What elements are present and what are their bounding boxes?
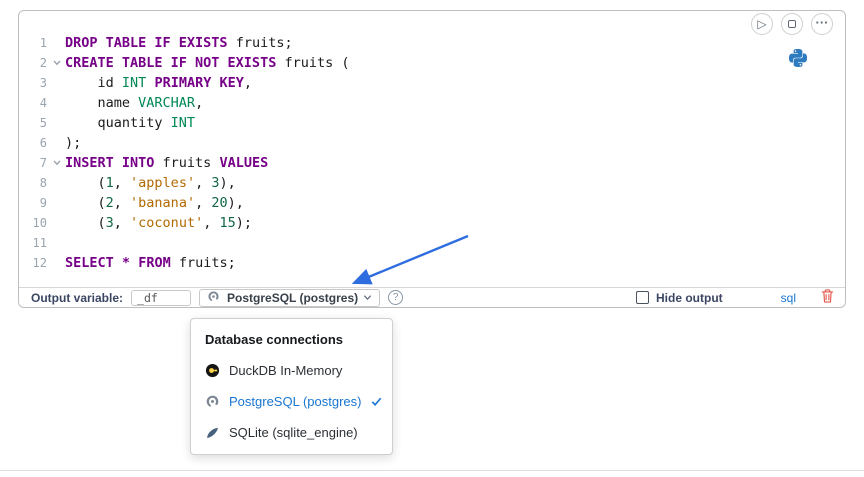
menu-item-label: PostgreSQL (postgres) xyxy=(229,394,362,409)
connection-selector-label: PostgreSQL (postgres) xyxy=(227,290,359,305)
line-number: 6 xyxy=(39,136,47,150)
code-text: name VARCHAR, xyxy=(65,95,204,111)
menu-item-sqlite[interactable]: SQLite (sqlite_engine) xyxy=(191,417,392,448)
hide-output-checkbox[interactable] xyxy=(636,291,649,304)
code-line: 7 INSERT INTO fruits VALUES xyxy=(19,153,845,173)
code-line: 2 CREATE TABLE IF NOT EXISTS fruits ( xyxy=(19,53,845,73)
more-actions-button[interactable]: ··· xyxy=(811,13,833,35)
stop-cell-button[interactable] xyxy=(781,13,803,35)
line-number: 2 xyxy=(39,56,47,70)
code-text: SELECT * FROM fruits; xyxy=(65,255,236,271)
code-line: 10 (3, 'coconut', 15); xyxy=(19,213,845,233)
code-text xyxy=(65,233,845,253)
line-number: 1 xyxy=(39,36,47,50)
code-text: DROP TABLE IF EXISTS fruits; xyxy=(65,35,293,51)
page-divider xyxy=(0,470,864,471)
code-editor[interactable]: 1 DROP TABLE IF EXISTS fruits; 2 CREATE TAB… xyxy=(19,11,845,287)
code-lines: 1 DROP TABLE IF EXISTS fruits; 2 CREATE TAB… xyxy=(19,33,845,273)
code-line: 8 (1, 'apples', 3), xyxy=(19,173,845,193)
output-variable-label: Output variable: xyxy=(31,290,124,305)
fold-spacer xyxy=(49,233,65,253)
code-text: quantity INT xyxy=(65,115,196,131)
menu-title: Database connections xyxy=(205,332,343,347)
line-number: 4 xyxy=(39,96,47,110)
fold-chevron-icon[interactable] xyxy=(49,53,65,73)
trash-icon xyxy=(820,288,835,307)
code-text: id INT PRIMARY KEY, xyxy=(65,75,252,91)
output-variable-input[interactable] xyxy=(131,289,192,306)
sql-cell: ▷ ··· 1 DROP TABLE IF EXISTS fruits; 2 CREA… xyxy=(18,10,846,308)
hide-output-label: Hide output xyxy=(656,290,723,305)
menu-item-label: SQLite (sqlite_engine) xyxy=(229,425,358,440)
chevron-down-icon xyxy=(363,293,372,302)
duckdb-icon xyxy=(205,363,220,378)
fold-spacer xyxy=(49,253,65,273)
menu-item-duckdb[interactable]: DuckDB In-Memory xyxy=(191,355,392,386)
run-cell-button[interactable]: ▷ xyxy=(751,13,773,35)
code-text: (2, 'banana', 20), xyxy=(65,195,244,211)
line-number: 12 xyxy=(32,256,47,270)
fold-spacer xyxy=(49,173,65,193)
delete-cell-button[interactable] xyxy=(820,288,835,307)
code-text: CREATE TABLE IF NOT EXISTS fruits ( xyxy=(65,55,350,71)
question-mark-icon: ? xyxy=(392,292,399,303)
code-text: INSERT INTO fruits VALUES xyxy=(65,155,269,171)
line-number: 7 xyxy=(39,156,47,170)
postgresql-icon xyxy=(205,394,220,409)
line-number: 9 xyxy=(39,196,47,210)
code-line: 9 (2, 'banana', 20), xyxy=(19,193,845,213)
play-icon: ▷ xyxy=(757,17,767,31)
fold-spacer xyxy=(49,113,65,133)
check-icon xyxy=(370,395,383,408)
cell-footer-toolbar: Output variable: PostgreSQL (postgres) ?… xyxy=(19,287,845,307)
code-line: 5 quantity INT xyxy=(19,113,845,133)
code-line: 4 name VARCHAR, xyxy=(19,93,845,113)
help-button[interactable]: ? xyxy=(388,290,404,305)
line-number: 10 xyxy=(32,216,47,230)
connection-selector-button[interactable]: PostgreSQL (postgres) xyxy=(199,288,381,307)
code-text: (1, 'apples', 3), xyxy=(65,175,236,191)
fold-spacer xyxy=(49,73,65,93)
line-number: 3 xyxy=(39,76,47,90)
line-number: 5 xyxy=(39,116,47,130)
sqlite-icon xyxy=(205,425,220,440)
fold-spacer xyxy=(49,93,65,113)
menu-item-label: DuckDB In-Memory xyxy=(229,363,343,378)
fold-spacer xyxy=(49,33,65,53)
code-line: 3 id INT PRIMARY KEY, xyxy=(19,73,845,93)
fold-spacer xyxy=(49,193,65,213)
code-line: 6); xyxy=(19,133,845,153)
python-kernel-icon xyxy=(788,49,808,67)
stop-icon xyxy=(788,20,796,28)
cell-action-toolbar: ▷ ··· xyxy=(751,13,833,35)
footer-right-group: Hide output sql xyxy=(636,288,835,307)
code-line: 11 xyxy=(19,233,845,253)
menu-item-postgresql[interactable]: PostgreSQL (postgres) xyxy=(191,386,392,417)
code-text: ); xyxy=(65,135,82,151)
code-line: 12 SELECT * FROM fruits; xyxy=(19,253,845,273)
line-number: 11 xyxy=(32,236,47,250)
line-number: 8 xyxy=(39,176,47,190)
postgresql-icon xyxy=(207,290,222,305)
fold-chevron-icon[interactable] xyxy=(49,153,65,173)
fold-spacer xyxy=(49,133,65,153)
ellipsis-icon: ··· xyxy=(815,14,829,30)
code-line: 1 DROP TABLE IF EXISTS fruits; xyxy=(19,33,845,53)
language-badge: sql xyxy=(780,290,796,305)
code-text: (3, 'coconut', 15); xyxy=(65,215,253,231)
fold-spacer xyxy=(49,213,65,233)
